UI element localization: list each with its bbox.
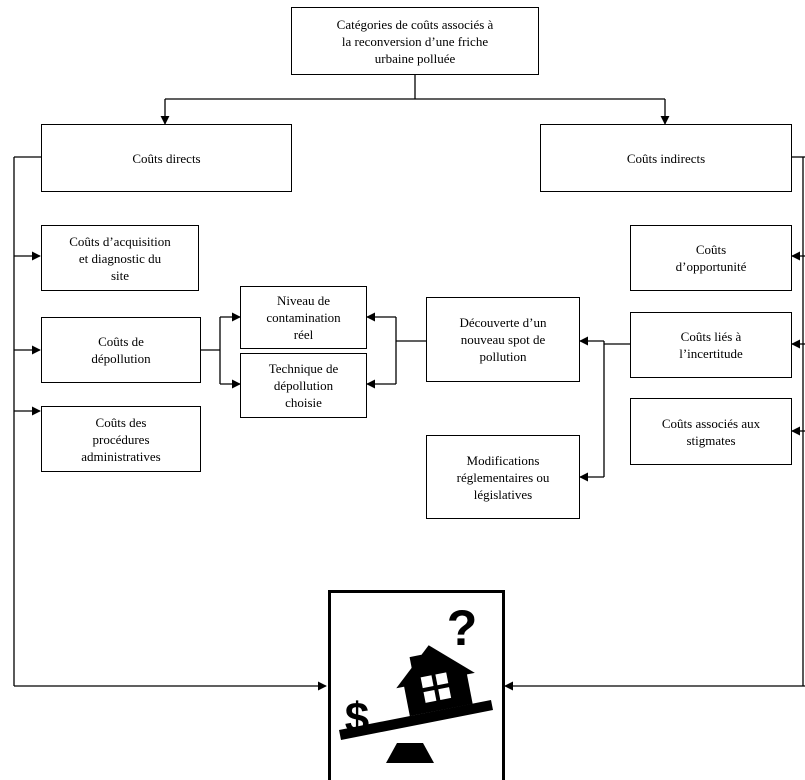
remediation-technique-label: Technique de dépollution choisie: [268, 361, 339, 410]
remediation-technique-box: Technique de dépollution choisie: [240, 353, 367, 418]
pollution-discovery-label: Découverte d’un nouveau spot de pollutio…: [459, 315, 547, 364]
direct-item-label: Coûts des procédures administratives: [81, 414, 161, 464]
direct-costs-label: Coûts directs: [132, 150, 201, 166]
direct-item-administrative: Coûts des procédures administratives: [41, 406, 201, 472]
indirect-item-label: Coûts liés à l’incertitude: [679, 329, 743, 361]
question-mark: ?: [447, 600, 478, 656]
indirect-item-label: Coûts d’opportunité: [675, 242, 747, 274]
house-money-balance-question-icon: ? $: [339, 600, 493, 763]
regulatory-changes-box: Modifications réglementaires ou législat…: [426, 435, 580, 519]
regulatory-changes-label: Modifications réglementaires ou législat…: [456, 452, 550, 502]
direct-item-label: Coûts d’acquisition et diagnostic du sit…: [69, 233, 171, 283]
diagram-title-box: Catégories de coûts associés à la reconv…: [291, 7, 539, 75]
indirect-costs-box: Coûts indirects: [540, 124, 792, 192]
direct-item-label: Coûts de dépollution: [91, 334, 151, 366]
indirect-item-stigma: Coûts associés aux stigmates: [630, 398, 792, 465]
diagram-title: Catégories de coûts associés à la reconv…: [336, 16, 494, 66]
direct-item-acquisition: Coûts d’acquisition et diagnostic du sit…: [41, 225, 199, 291]
illustration-frame: ? $: [328, 590, 505, 780]
contamination-level-label: Niveau de contamination réel: [266, 293, 341, 342]
pollution-discovery-box: Découverte d’un nouveau spot de pollutio…: [426, 297, 580, 382]
indirect-item-opportunity: Coûts d’opportunité: [630, 225, 792, 291]
indirect-item-uncertainty: Coûts liés à l’incertitude: [630, 312, 792, 378]
direct-costs-box: Coûts directs: [41, 124, 292, 192]
indirect-item-label: Coûts associés aux stigmates: [661, 415, 761, 448]
indirect-costs-label: Coûts indirects: [626, 150, 706, 166]
direct-item-remediation: Coûts de dépollution: [41, 317, 201, 383]
contamination-level-box: Niveau de contamination réel: [240, 286, 367, 349]
house-icon: [396, 645, 475, 717]
